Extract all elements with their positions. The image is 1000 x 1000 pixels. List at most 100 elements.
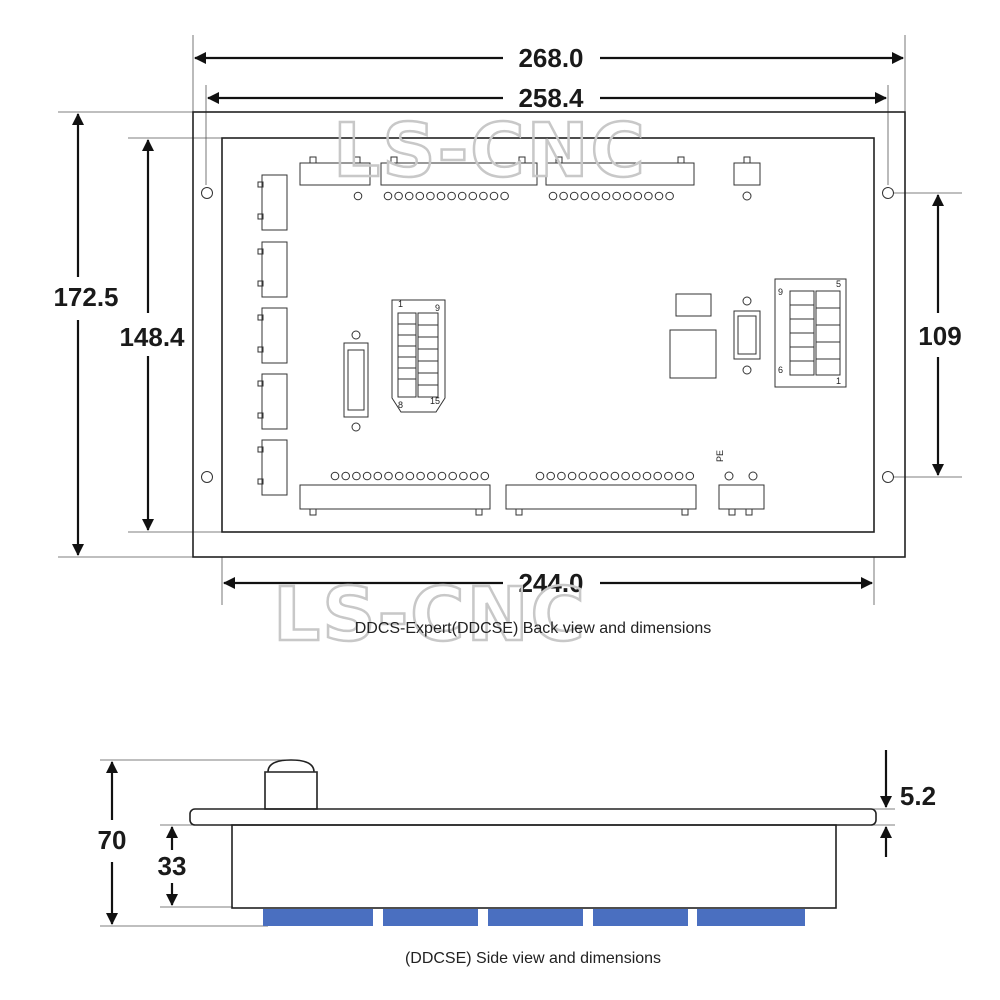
dim-inner-width-label: 258.4 [518, 83, 584, 113]
db9-connector: 9 5 6 1 [774, 278, 847, 388]
housing-body [231, 824, 837, 909]
pin-hole [426, 191, 435, 201]
pin-hole [621, 471, 630, 481]
dim-overall-height: 172.5 [53, 113, 119, 556]
pin-hole [384, 471, 393, 481]
pin-hole [612, 191, 621, 201]
connector-segment [488, 909, 583, 926]
bottom-pin-row-a [330, 471, 490, 481]
pin-hole [567, 471, 577, 481]
dim-panel-thickness-label: 5.2 [900, 781, 936, 811]
bottom-terminal-block-2 [505, 484, 697, 516]
pin-hole [644, 191, 653, 201]
pin-hole [373, 471, 383, 481]
pin-hole [362, 471, 372, 481]
bottom-terminal-pe: PE [715, 450, 765, 516]
outer-panel [192, 111, 906, 558]
dim-overall-width-label: 268.0 [518, 43, 583, 73]
dim-overall-height-label: 172.5 [53, 282, 118, 312]
pin-hole [610, 471, 620, 481]
top-pin-row-a [353, 191, 363, 201]
chip-square [669, 329, 717, 379]
pin-hole [589, 471, 598, 481]
side-connector [257, 307, 288, 364]
side-connector [257, 174, 288, 231]
pin-hole [664, 471, 673, 481]
pin-hole [469, 471, 479, 481]
pin-hole [394, 471, 404, 481]
dim-panel-thickness: 5.2 [880, 750, 936, 857]
pin-hole [535, 471, 545, 481]
connector-strip [263, 909, 805, 926]
pin-hole [468, 191, 478, 201]
dim-bottom-width-label: 244.0 [518, 568, 583, 598]
top-terminal-small [733, 156, 761, 201]
dim-body-depth-label: 33 [158, 851, 187, 881]
pin-hole [383, 191, 393, 201]
pin-hole [480, 471, 490, 481]
front-panel [189, 808, 877, 826]
pin-hole [632, 471, 641, 481]
mount-hole [201, 471, 213, 483]
pin-hole [601, 191, 611, 201]
db15-pin-8: 8 [398, 400, 403, 410]
watermark-bottom: LS-CNC [273, 572, 587, 658]
knob [264, 759, 318, 810]
connector-segment [697, 909, 805, 926]
pe-label: PE [715, 450, 725, 462]
pin-hole [569, 191, 579, 201]
pin-hole [580, 191, 590, 201]
watermark-top: LS-CNC [333, 108, 647, 194]
dim-total-depth: 70 [98, 761, 126, 925]
side-view-caption: (DDCSE) Side view and dimensions [405, 950, 661, 967]
dim-hole-spacing: 109 [918, 194, 962, 476]
dim-body-depth: 33 [158, 826, 187, 906]
dim-inner-width: 258.4 [207, 83, 887, 113]
db15-connector: 1 9 8 15 [391, 299, 446, 413]
side-view: 70 33 5.2 (DDCSE) Side view and dimensio… [98, 750, 936, 967]
top-terminal-block-3 [545, 156, 695, 186]
pin-hole [353, 191, 363, 201]
pin-hole [404, 191, 414, 201]
pin-hole [674, 471, 684, 481]
db9-pin-5: 5 [836, 279, 841, 289]
pin-hole [557, 471, 566, 481]
pin-hole [457, 191, 467, 201]
connector-segment [593, 909, 688, 926]
pin-hole [642, 471, 652, 481]
side-connector [257, 241, 288, 298]
chip-small [675, 293, 712, 317]
dim-inner-height-label: 148.4 [119, 322, 185, 352]
pin-hole [578, 471, 588, 481]
db9-pin-1: 1 [836, 376, 841, 386]
pin-hole [427, 471, 436, 481]
mount-hole [882, 471, 894, 483]
pin-hole [436, 191, 446, 201]
pin-hole [622, 191, 632, 201]
pin-hole [489, 191, 499, 201]
pin-hole [437, 471, 447, 481]
db9-pin-9: 9 [778, 287, 783, 297]
top-pin-row-c [548, 191, 674, 201]
pin-hole [685, 471, 695, 481]
pin-hole [352, 471, 361, 481]
pin-hole [330, 471, 340, 481]
db15-pin-9: 9 [435, 303, 440, 313]
pin-hole [653, 471, 663, 481]
back-view-caption: DDCS-Expert(DDCSE) Back view and dimensi… [355, 620, 712, 637]
pin-hole [546, 471, 556, 481]
bottom-pin-row-b [535, 471, 695, 481]
pin-hole [448, 471, 458, 481]
connector-segment [383, 909, 478, 926]
top-pin-row-b [383, 191, 509, 201]
pin-hole [479, 191, 488, 201]
dim-hole-spacing-label: 109 [918, 321, 961, 351]
left-connector-column [257, 174, 288, 496]
mount-hole [201, 187, 213, 199]
pin-hole [633, 191, 643, 201]
dim-inner-height: 148.4 [119, 139, 185, 531]
side-connector [257, 439, 288, 496]
pin-hole [416, 471, 425, 481]
small-port-right [733, 296, 761, 375]
